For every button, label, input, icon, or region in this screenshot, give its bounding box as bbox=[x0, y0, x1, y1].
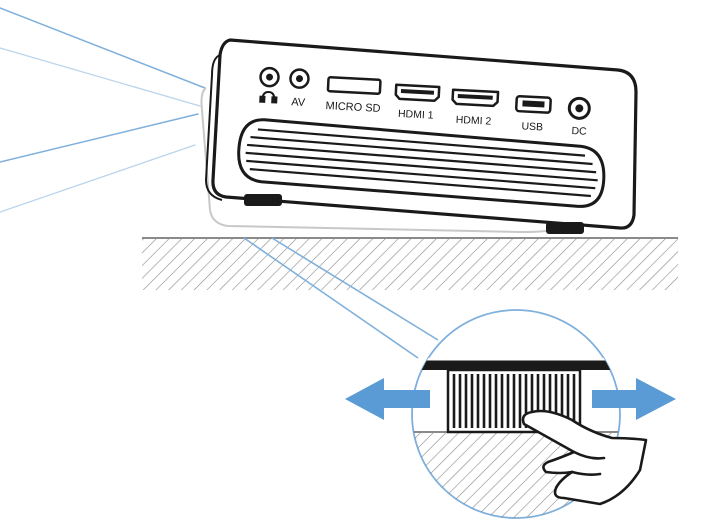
projector-front-foot bbox=[546, 222, 584, 234]
micro-sd-label: MICRO SD bbox=[325, 100, 381, 115]
projection-light-rays bbox=[0, 7, 206, 213]
av-port bbox=[289, 68, 310, 89]
hdmi-2-port bbox=[451, 88, 500, 108]
arrow-left bbox=[345, 378, 430, 420]
hdmi-1-label: HDMI 1 bbox=[398, 108, 434, 122]
usb-label: USB bbox=[521, 120, 543, 133]
pointing-hand-icon bbox=[521, 409, 648, 506]
headphone-icon bbox=[259, 91, 278, 104]
table-surface bbox=[142, 237, 678, 290]
port-panel: AV MICRO SD HDMI 1 HDMI 2 USB DC bbox=[259, 66, 591, 138]
hdmi-2-label: HDMI 2 bbox=[455, 114, 491, 128]
headphone-port bbox=[259, 66, 280, 88]
hdmi-1-port bbox=[394, 83, 441, 102]
zoom-callout-lines bbox=[243, 237, 439, 359]
usb-port bbox=[514, 94, 552, 114]
av-port-label: AV bbox=[291, 96, 306, 109]
double-arrow-left-right-icon bbox=[345, 378, 676, 420]
micro-sd-slot bbox=[326, 76, 382, 96]
dc-port bbox=[567, 96, 591, 120]
projector-rear-foot bbox=[244, 194, 282, 206]
dc-label: DC bbox=[571, 125, 587, 138]
vent-grille bbox=[237, 118, 606, 208]
arrow-right bbox=[592, 378, 676, 420]
